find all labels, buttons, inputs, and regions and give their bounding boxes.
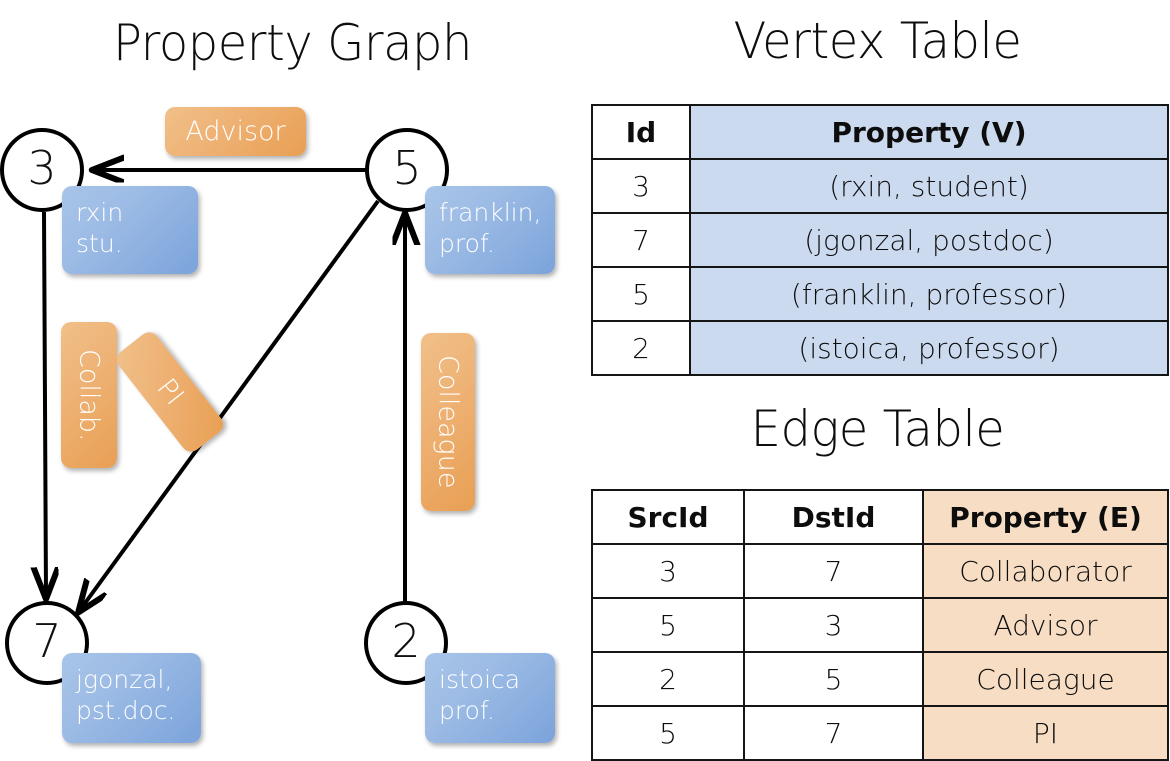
graph-node-2[interactable]: 2 — [364, 601, 448, 685]
node-property-line-2: prof. — [439, 696, 495, 725]
node-property-badge-rxin: rxin stu. — [62, 186, 198, 274]
page-title-property-graph: Property Graph — [113, 14, 472, 72]
vertex-cell-id: 3 — [591, 158, 691, 214]
edge-cell-srcid: 2 — [591, 651, 745, 707]
node-property-line-1: rxin — [76, 198, 124, 227]
edge-table-header-property: Property (E) — [922, 489, 1169, 545]
edge-cell-dstid: 5 — [743, 651, 924, 707]
node-property-line-1: franklin, — [439, 198, 542, 227]
table-row: 7 (jgonzal, postdoc) — [591, 212, 1169, 268]
node-property-line-1: istoica — [439, 665, 521, 694]
graph-node-3-label: 3 — [27, 141, 57, 195]
table-row: 5 3 Advisor — [591, 597, 1169, 653]
node-property-badge-franklin: franklin, prof. — [425, 186, 555, 274]
edge-cell-srcid: 3 — [591, 543, 745, 599]
vertex-cell-property: (jgonzal, postdoc) — [689, 212, 1169, 268]
vertex-table-header-property: Property (V) — [689, 104, 1169, 160]
graph-node-2-label: 2 — [391, 614, 421, 668]
vertex-cell-property: (istoica, professor) — [689, 320, 1169, 376]
vertex-cell-id: 2 — [591, 320, 691, 376]
edge-arrow-5-to-7 — [80, 199, 380, 610]
graph-edge-arrows — [0, 0, 585, 760]
property-graph-diagram: 3 5 7 2 rxin stu. franklin, prof. jgonza… — [0, 0, 585, 760]
graph-node-5[interactable]: 5 — [365, 128, 449, 212]
edge-table: SrcId DstId Property (E) 3 7 Collaborato… — [591, 489, 1169, 761]
edge-cell-srcid: 5 — [591, 705, 745, 761]
node-property-line-1: jgonzal, — [76, 665, 173, 694]
node-property-line-2: stu. — [76, 229, 123, 258]
edge-cell-dstid: 7 — [743, 543, 924, 599]
edge-label-badge-colleague: Colleague — [421, 333, 475, 511]
edge-table-header-srcid: SrcId — [591, 489, 745, 545]
table-row: 2 (istoica, professor) — [591, 320, 1169, 376]
vertex-table-header-id: Id — [591, 104, 691, 160]
edge-label-badge-advisor: Advisor — [165, 107, 306, 156]
table-row: 3 (rxin, student) — [591, 158, 1169, 214]
edge-table-header-dstid: DstId — [743, 489, 924, 545]
table-row: 2 5 Colleague — [591, 651, 1169, 707]
node-property-line-2: pst.doc. — [76, 696, 176, 725]
node-property-badge-istoica: istoica prof. — [425, 653, 555, 743]
vertex-cell-id: 5 — [591, 266, 691, 322]
edge-cell-property: Collaborator — [922, 543, 1169, 599]
vertex-cell-property: (franklin, professor) — [689, 266, 1169, 322]
table-row: 5 (franklin, professor) — [591, 266, 1169, 322]
vertex-cell-property: (rxin, student) — [689, 158, 1169, 214]
vertex-cell-id: 7 — [591, 212, 691, 268]
edge-cell-property: Colleague — [922, 651, 1169, 707]
edge-arrow-3-to-7 — [44, 211, 46, 596]
table-header-row: SrcId DstId Property (E) — [591, 489, 1169, 545]
edge-cell-srcid: 5 — [591, 597, 745, 653]
edge-cell-property: Advisor — [922, 597, 1169, 653]
table-row: 5 7 PI — [591, 705, 1169, 761]
node-property-line-2: prof. — [439, 229, 495, 258]
graph-node-7-label: 7 — [32, 614, 62, 668]
edge-cell-dstid: 7 — [743, 705, 924, 761]
edge-label-text: PI — [150, 372, 190, 412]
page-title-vertex-table: Vertex Table — [733, 12, 1022, 70]
edge-label-text: Advisor — [185, 116, 286, 147]
edge-label-badge-collab: Collab. — [61, 322, 117, 468]
edge-label-text: Colleague — [432, 355, 464, 489]
table-header-row: Id Property (V) — [591, 104, 1169, 160]
edge-label-text: Collab. — [73, 348, 105, 442]
edge-cell-property: PI — [922, 705, 1169, 761]
vertex-table: Id Property (V) 3 (rxin, student) 7 (jgo… — [591, 104, 1169, 376]
edge-cell-dstid: 3 — [743, 597, 924, 653]
node-property-badge-jgonzal: jgonzal, pst.doc. — [62, 653, 201, 743]
graph-node-5-label: 5 — [392, 141, 422, 195]
page-title-edge-table: Edge Table — [750, 400, 1005, 458]
table-row: 3 7 Collaborator — [591, 543, 1169, 599]
